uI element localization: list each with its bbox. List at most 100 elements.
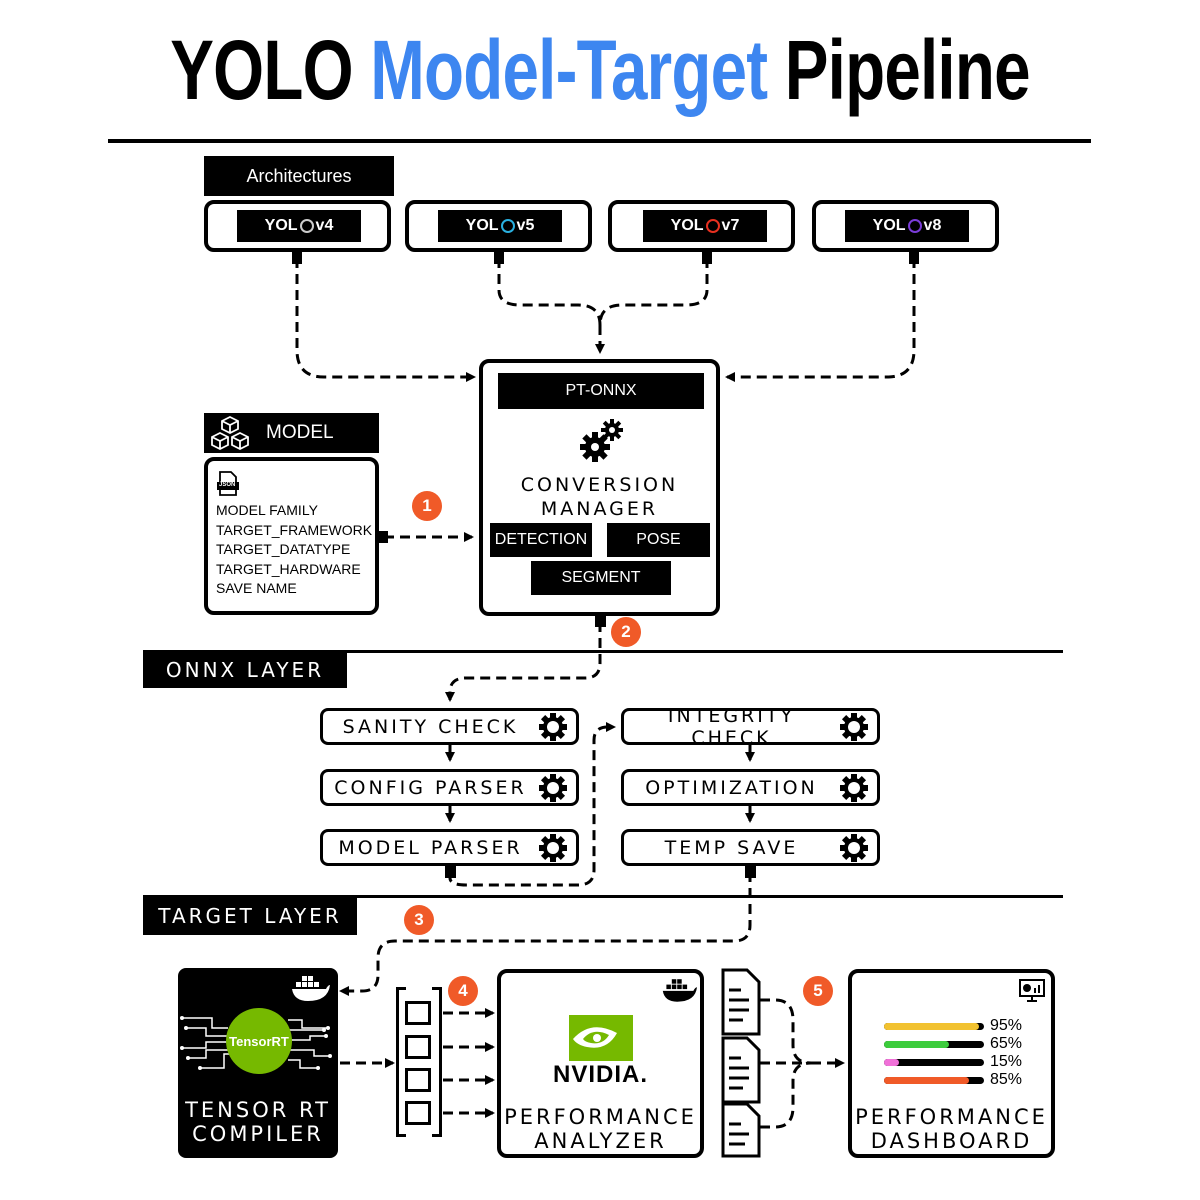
gear-icon [539, 773, 567, 802]
yolo-prefix-text: YOL [872, 217, 906, 234]
dashboard-bar-row: 65% [880, 1035, 1050, 1053]
yolov8-logo: YOL v8 [845, 210, 969, 242]
onnx-layer-label: ONNX LAYER [143, 652, 347, 688]
progress-label: 65% [990, 1035, 1023, 1052]
field-target-hardware: TARGET_HARDWARE [216, 560, 361, 577]
yolov5-card[interactable]: YOL v5 [405, 200, 592, 252]
engine-box [405, 1001, 431, 1025]
step-integrity-check[interactable]: INTEGRITY CHECK [621, 705, 880, 749]
conversion-manager: PT-ONNX CONVERSION MANAGER DETECTION POS… [479, 359, 720, 616]
gear-icon [840, 773, 868, 802]
gear-icon [539, 833, 567, 862]
dashboard-bar-row: 85% [880, 1071, 1050, 1089]
progress-fill [884, 1023, 979, 1030]
step-badge-3: 3 [404, 905, 434, 935]
yolo-version-text: v7 [721, 217, 740, 234]
yolo-version-text: v5 [516, 217, 535, 234]
field-target-datatype: TARGET_DATATYPE [216, 541, 351, 557]
yolov4-card[interactable]: YOL v4 [204, 200, 391, 252]
yolo-version-text: v4 [315, 217, 334, 234]
yolo-ring-icon [907, 219, 922, 233]
progress-label: 95% [990, 1017, 1023, 1034]
step-model-parser[interactable]: MODEL PARSER [320, 829, 579, 866]
yolo-prefix-text: YOL [264, 217, 298, 234]
tensorrt-compiler[interactable]: TensorRT TENSOR RT COMPILER [178, 968, 338, 1158]
tensorrt-chip: TensorRT [226, 1008, 292, 1074]
circuit-icon [180, 1016, 332, 1070]
model-label: MODEL [204, 413, 379, 453]
progress-track [884, 1059, 984, 1066]
report-documents [721, 968, 761, 1158]
step-config-parser[interactable]: CONFIG PARSER [320, 769, 579, 806]
target-layer-label: TARGET LAYER [143, 897, 357, 935]
gears-icon [580, 419, 623, 462]
yolo-ring-icon [299, 219, 314, 233]
gear-icon [840, 712, 868, 741]
field-target-framework: TARGET_FRAMEWORK [216, 521, 373, 538]
step-label: OPTIMIZATION [645, 776, 818, 799]
docker-icon [662, 979, 697, 1002]
engine-stack [396, 987, 442, 1137]
model-fields: MODEL FAMILY TARGET_FRAMEWORK TARGET_DAT… [216, 501, 372, 599]
step-badge-5: 5 [803, 976, 833, 1006]
progress-label: 85% [990, 1071, 1023, 1088]
analyzer-caption-line1: PERFORMANCE [504, 1105, 697, 1129]
nvidia-wordmark: NVIDIA. [552, 1061, 648, 1088]
compiler-caption-line2: COMPILER [192, 1122, 324, 1146]
yolo-prefix-text: YOL [465, 217, 499, 234]
target-layer-divider [143, 895, 1063, 898]
dashboard-caption-line1: PERFORMANCE [855, 1105, 1048, 1129]
step-label: MODEL PARSER [338, 836, 523, 859]
yolov8-card[interactable]: YOL v8 [812, 200, 999, 252]
yolo-ring-icon [705, 219, 720, 233]
step-badge-2: 2 [611, 617, 641, 647]
dashboard-bar-row: 95% [880, 1017, 1050, 1035]
task-pose[interactable]: POSE [607, 523, 710, 557]
progress-track [884, 1023, 984, 1030]
task-segment[interactable]: SEGMENT [531, 561, 671, 595]
dashboard-caption-line2: DASHBOARD [870, 1129, 1033, 1153]
step-sanity-check[interactable]: SANITY CHECK [320, 708, 579, 745]
architectures-label: Architectures [204, 156, 394, 196]
docker-icon [292, 976, 330, 1001]
task-detection[interactable]: DETECTION [490, 523, 592, 557]
progress-label: 15% [990, 1053, 1023, 1070]
yolo-version-text: v8 [923, 217, 942, 234]
model-config-card[interactable]: JSON MODEL FAMILY TARGET_FRAMEWORK TARGE… [204, 457, 379, 615]
gear-icon [840, 833, 868, 862]
progress-fill [884, 1041, 949, 1048]
conversion-title-line1: CONVERSION [520, 474, 679, 496]
step-label: SANITY CHECK [342, 715, 519, 738]
step-optimization[interactable]: OPTIMIZATION [621, 769, 880, 806]
yolov7-card[interactable]: YOL v7 [608, 200, 795, 252]
title-divider [108, 139, 1091, 143]
onnx-layer-divider [143, 650, 1063, 653]
analyzer-caption-line2: ANALYZER [534, 1129, 667, 1153]
dashboard-bar-row: 15% [880, 1053, 1050, 1071]
yolov7-logo: YOL v7 [643, 210, 767, 242]
step-temp-save[interactable]: TEMP SAVE [621, 829, 880, 866]
title-part-2: Model-Target [370, 23, 768, 117]
conversion-title-line2: MANAGER [540, 498, 659, 520]
yolo-ring-icon [500, 219, 515, 233]
analyzer-caption: PERFORMANCE ANALYZER [501, 1105, 700, 1153]
gear-icon [539, 712, 567, 741]
yolov5-logo: YOL v5 [438, 210, 562, 242]
compiler-caption-line1: TENSOR RT [185, 1098, 331, 1122]
json-file-tag: JSON [219, 482, 236, 488]
step-badge-4: 4 [448, 976, 478, 1006]
pt-onnx-header: PT-ONNX [498, 373, 704, 409]
yolov4-logo: YOL v4 [237, 210, 361, 242]
performance-dashboard[interactable]: 95%65%15%85% PERFORMANCE DASHBOARD [848, 969, 1055, 1158]
monitor-chart-icon [1019, 979, 1045, 1002]
yolo-prefix-text: YOL [670, 217, 704, 234]
model-label-text: MODEL [266, 422, 334, 443]
performance-analyzer[interactable]: NVIDIA. PERFORMANCE ANALYZER [497, 969, 704, 1158]
engine-box [405, 1035, 431, 1059]
field-save-name: SAVE NAME [216, 580, 297, 596]
step-label: TEMP SAVE [664, 836, 799, 859]
nvidia-eye-icon [569, 1015, 633, 1061]
progress-fill [884, 1077, 969, 1084]
compiler-caption: TENSOR RT COMPILER [178, 1098, 338, 1146]
